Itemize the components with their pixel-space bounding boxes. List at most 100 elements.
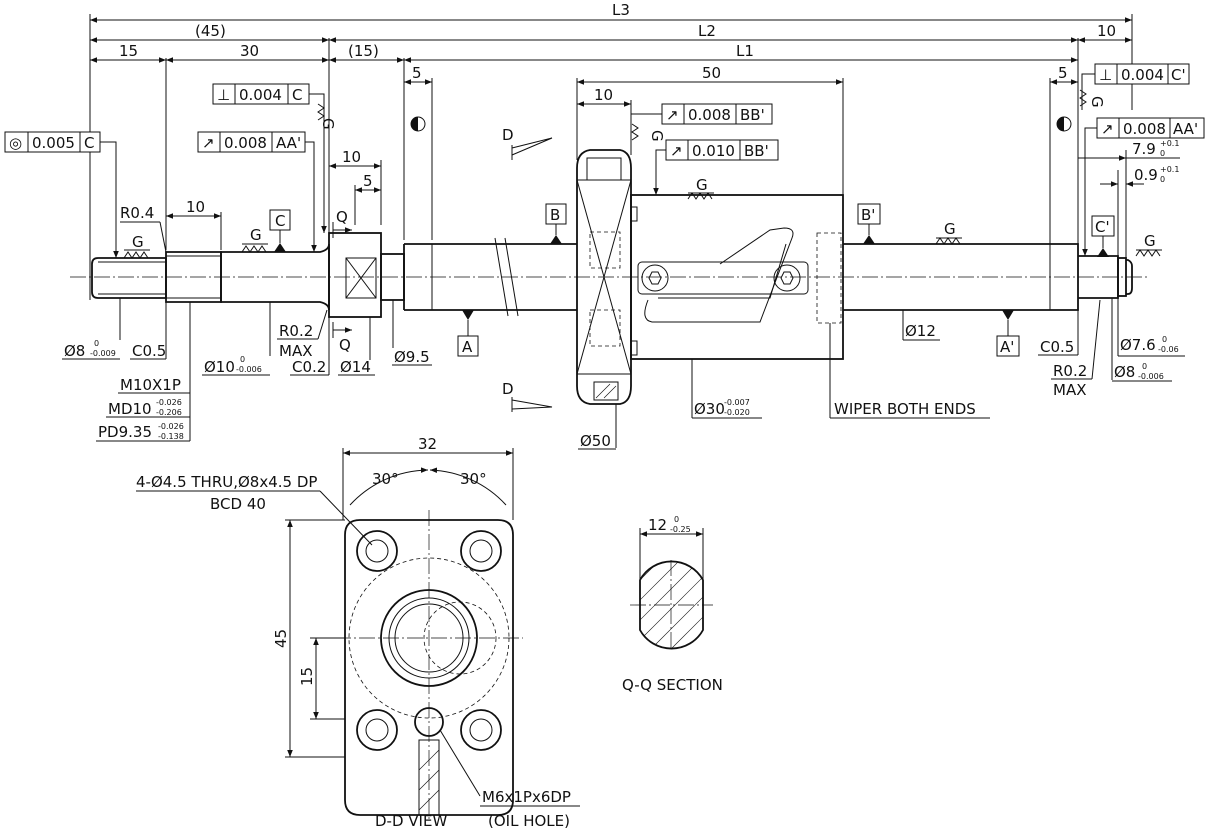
dim-15p: (15) — [348, 42, 379, 60]
svg-text:C0.2: C0.2 — [292, 358, 326, 376]
holes-label: 4-Ø4.5 THRU,Ø8x4.5 DP — [136, 473, 317, 491]
qq-section: 12 0 -0.25 Q-Q SECTION — [622, 515, 723, 694]
svg-text:C0.5: C0.5 — [1040, 338, 1074, 356]
datum-c-prime: C' — [1091, 215, 1115, 257]
svg-text:A': A' — [1000, 338, 1014, 356]
svg-text:MAX: MAX — [279, 342, 312, 360]
svg-text:⊥: ⊥ — [217, 86, 230, 104]
gdt-runout-left-frame: ↗ 0.008 AA' — [197, 131, 317, 252]
svg-text:G: G — [1088, 96, 1106, 108]
svg-text:AA': AA' — [276, 134, 301, 152]
gdt-coax-frame: ◎ 0.005 C — [4, 131, 119, 258]
svg-text:BB': BB' — [740, 106, 765, 124]
half-circle-right-icon — [1056, 116, 1072, 132]
gdt-perp-left-frame: ⊥ 0.004 C — [212, 83, 327, 233]
svg-text:Q: Q — [339, 336, 351, 354]
svg-text:0: 0 — [1160, 175, 1165, 184]
half-circle-left-icon — [410, 116, 426, 132]
svg-text:-0.25: -0.25 — [670, 525, 691, 534]
svg-text:-0.138: -0.138 — [158, 432, 184, 441]
section-marker-d-bottom: D — [502, 380, 553, 412]
dim-5-left: 5 — [412, 64, 422, 82]
svg-text:30°: 30° — [460, 470, 487, 488]
svg-text:0.9: 0.9 — [1134, 166, 1158, 184]
svg-text:0: 0 — [674, 515, 679, 524]
svg-text:0.008: 0.008 — [224, 134, 267, 152]
dd-height: 45 — [272, 629, 290, 648]
ball-nut — [576, 149, 844, 405]
gdt-perp-right-frame: ⊥ 0.004 C' — [1081, 63, 1190, 110]
dim-L2: L2 — [698, 22, 716, 40]
datum-a: A — [457, 310, 479, 357]
svg-text:MD10: MD10 — [108, 400, 152, 418]
dim-10-nut: 10 — [594, 86, 613, 104]
svg-text:B: B — [550, 206, 560, 224]
svg-text:30°: 30° — [372, 470, 399, 488]
svg-text:M10X1P: M10X1P — [120, 376, 181, 394]
svg-text:B': B' — [861, 206, 875, 224]
svg-text:-0.007: -0.007 — [724, 398, 750, 407]
svg-text:⊥: ⊥ — [1099, 66, 1112, 84]
svg-text:Ø7.6: Ø7.6 — [1120, 336, 1156, 354]
dd-view-title: D-D VIEW — [375, 812, 447, 830]
dd-view: 32 30° 30° 4-Ø4.5 THRU,Ø8x4.5 DP BCD 40 … — [136, 435, 580, 830]
svg-text:G: G — [132, 233, 144, 251]
overall-dimensions: L3 (45) L2 10 15 30 (15) L1 5 50 5 — [89, 1, 1133, 300]
svg-text:(OIL HOLE): (OIL HOLE) — [488, 812, 570, 830]
svg-text:Ø50: Ø50 — [580, 432, 611, 450]
dim-10-a: 10 — [342, 148, 361, 166]
svg-text:C': C' — [1095, 218, 1110, 236]
svg-text:+0.1: +0.1 — [1160, 139, 1179, 148]
svg-text:0.004: 0.004 — [239, 86, 282, 104]
svg-text:0.010: 0.010 — [692, 142, 735, 160]
svg-text:C: C — [292, 86, 302, 104]
svg-text:-0.009: -0.009 — [90, 349, 116, 358]
svg-text:0.004: 0.004 — [1121, 66, 1164, 84]
svg-text:12: 12 — [648, 516, 667, 534]
nut-labels: Ø50 Ø30 -0.007 -0.020 WIPER BOTH ENDS Ø1… — [578, 139, 1185, 450]
svg-text:↗: ↗ — [670, 142, 683, 160]
section-marker-d-top: D — [502, 126, 553, 160]
svg-text:G: G — [250, 226, 262, 244]
svg-text:D: D — [502, 126, 514, 144]
oil-hole-label: M6x1Px6DP — [482, 788, 571, 806]
svg-text:+0.1: +0.1 — [1160, 165, 1179, 174]
svg-text:-0.006: -0.006 — [236, 365, 262, 374]
svg-text:G: G — [944, 220, 956, 238]
svg-text:0: 0 — [1160, 149, 1165, 158]
svg-text:0: 0 — [94, 339, 99, 348]
dd-width: 32 — [418, 435, 437, 453]
svg-text:0.005: 0.005 — [32, 134, 75, 152]
svg-text:Ø12: Ø12 — [905, 322, 936, 340]
dim-10-b: 10 — [186, 198, 205, 216]
svg-text:-0.026: -0.026 — [158, 422, 184, 431]
svg-text:C: C — [275, 212, 285, 230]
svg-text:AA': AA' — [1173, 120, 1198, 138]
svg-text:C': C' — [1171, 66, 1186, 84]
svg-text:0: 0 — [240, 355, 245, 364]
svg-text:Ø10: Ø10 — [204, 358, 235, 376]
svg-text:Ø8: Ø8 — [64, 342, 85, 360]
gdt-runout-nut2-frame: ↗ 0.010 BB' — [653, 139, 779, 195]
svg-text:A: A — [462, 338, 473, 356]
datum-b: B — [545, 203, 567, 244]
svg-text:0.008: 0.008 — [1123, 120, 1166, 138]
svg-text:R0.4: R0.4 — [120, 204, 154, 222]
svg-text:-0.026: -0.026 — [156, 398, 182, 407]
svg-text:↗: ↗ — [666, 106, 679, 124]
dd-15: 15 — [298, 667, 316, 686]
svg-text:R0.2: R0.2 — [279, 322, 313, 340]
svg-text:Ø14: Ø14 — [340, 358, 371, 376]
dim-30: 30 — [240, 42, 259, 60]
svg-text:-0.020: -0.020 — [724, 408, 750, 417]
svg-text:-0.206: -0.206 — [156, 408, 182, 417]
svg-text:-0.06: -0.06 — [1158, 345, 1179, 354]
svg-text:G: G — [648, 130, 666, 142]
svg-text:Ø30: Ø30 — [694, 400, 725, 418]
svg-text:↗: ↗ — [1101, 120, 1114, 138]
svg-text:Ø8: Ø8 — [1114, 363, 1135, 381]
screw-shaft — [70, 232, 1150, 318]
svg-text:0: 0 — [1142, 362, 1147, 371]
svg-text:D: D — [502, 380, 514, 398]
svg-text:Ø9.5: Ø9.5 — [394, 348, 430, 366]
